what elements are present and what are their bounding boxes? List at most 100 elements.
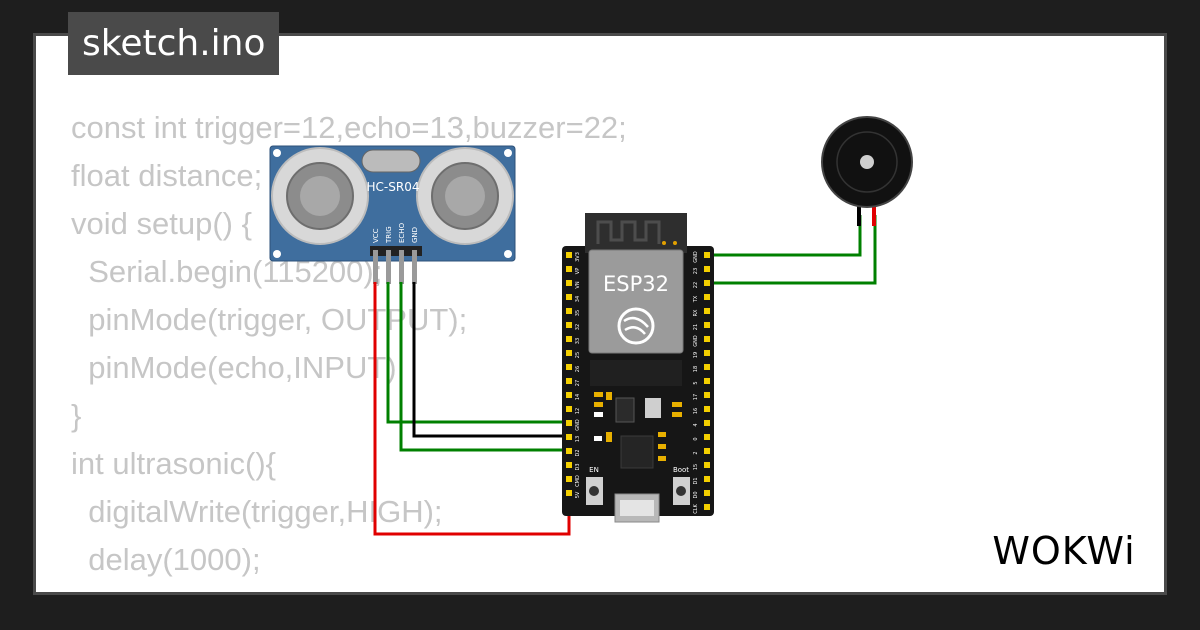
right-header-pin[interactable] <box>704 504 710 510</box>
code-line: delay(1000); <box>71 542 261 577</box>
file-tab[interactable]: sketch.ino <box>68 12 280 75</box>
right-header-pin-label: 19 <box>693 352 699 358</box>
wire-gnd-gnd[interactable] <box>412 282 569 438</box>
pin-label-trig: TRIG <box>385 226 393 244</box>
left-header-pin[interactable] <box>566 322 572 328</box>
wokwi-logo: WOKWi <box>992 529 1134 573</box>
buzzer-lead-positive <box>872 200 876 226</box>
right-header-pin-label: 18 <box>693 366 699 372</box>
wire-buzzer-gnd[interactable] <box>707 215 862 257</box>
usb-uart-chip <box>620 435 654 469</box>
right-header-pin-label: D1 <box>693 477 699 484</box>
pin-header <box>370 246 422 256</box>
right-header-pin[interactable] <box>704 448 710 454</box>
right-header-pin[interactable] <box>704 434 710 440</box>
right-header-pin-label: GND <box>693 251 699 263</box>
right-header-pin[interactable] <box>704 462 710 468</box>
right-header-pin-label: 22 <box>693 282 699 288</box>
right-header-pin[interactable] <box>704 308 710 314</box>
right-header-pin[interactable] <box>704 350 710 356</box>
left-header-pin[interactable] <box>566 476 572 482</box>
en-button-cap <box>589 486 599 496</box>
left-header-pin[interactable] <box>566 462 572 468</box>
code-line: digitalWrite(trigger,HIGH); <box>71 494 443 529</box>
left-header-pin[interactable] <box>566 406 572 412</box>
crystal-oscillator <box>361 149 421 173</box>
right-header-pin[interactable] <box>704 490 710 496</box>
right-header-pin-label: D0 <box>693 491 699 498</box>
reset-switch <box>645 398 661 418</box>
right-header-pin[interactable] <box>704 252 710 258</box>
hc-sr04-sensor[interactable]: HC-SR04 VCC TRIG ECHO GND <box>269 145 516 284</box>
left-header-pin[interactable] <box>566 266 572 272</box>
left-header-pin[interactable] <box>566 420 572 426</box>
wire-echo-13[interactable] <box>399 282 569 452</box>
left-header-pin-label: 26 <box>575 366 581 372</box>
pin-trig[interactable] <box>386 250 391 284</box>
smd-component <box>658 432 666 437</box>
left-header-pin[interactable] <box>566 252 572 258</box>
left-header-pin[interactable] <box>566 350 572 356</box>
wire-buzzer-22[interactable] <box>707 215 877 285</box>
left-header-pin-label: D2 <box>575 449 581 456</box>
smd-component <box>658 456 666 461</box>
left-header-pin-label: 14 <box>575 394 581 400</box>
right-header-pin[interactable] <box>704 294 710 300</box>
smd-component <box>658 444 666 449</box>
left-header-pin-label: 12 <box>575 408 581 414</box>
en-button-label: EN <box>589 466 599 474</box>
espressif-logo-swoosh <box>623 316 649 335</box>
left-header-pin[interactable] <box>566 308 572 314</box>
code-line: digitalWrite(trigger,LOW); <box>71 584 627 592</box>
pin-vcc[interactable] <box>373 250 378 284</box>
left-header-pin-label: 27 <box>575 380 581 386</box>
left-header-pin-label: 32 <box>575 324 581 330</box>
pin-gnd[interactable] <box>412 250 417 284</box>
right-header-pin-label: 21 <box>693 324 699 330</box>
left-header-pin[interactable] <box>566 378 572 384</box>
right-header-pin-label: 5 <box>693 381 699 384</box>
right-header-pin[interactable] <box>704 476 710 482</box>
right-header-pin-label: GND <box>693 335 699 347</box>
right-header-pin[interactable] <box>704 378 710 384</box>
right-header-pin[interactable] <box>704 266 710 272</box>
buzzer-ring <box>836 131 898 193</box>
esp32-devkit[interactable]: ESP32 EN Boot <box>562 213 714 523</box>
right-header-pin[interactable] <box>704 280 710 286</box>
code-line: pinMode(trigger, OUTPUT); <box>71 302 468 337</box>
transducer-core <box>445 176 485 216</box>
code-line: void setup() { <box>71 206 252 241</box>
wire-vcc-5v[interactable] <box>373 282 571 536</box>
right-header-pin[interactable] <box>704 322 710 328</box>
right-header-pin-label: 0 <box>693 437 699 440</box>
right-header-pin[interactable] <box>704 336 710 342</box>
pin-echo[interactable] <box>399 250 404 284</box>
right-header-pin[interactable] <box>704 406 710 412</box>
left-header-pin[interactable] <box>566 294 572 300</box>
wire-trig-12[interactable] <box>386 282 569 424</box>
buzzer-lead-negative <box>857 200 861 226</box>
right-header-pin[interactable] <box>704 420 710 426</box>
left-header-pin[interactable] <box>566 448 572 454</box>
boot-button-cap <box>676 486 686 496</box>
pin-label-vcc: VCC <box>372 228 380 243</box>
mount-hole <box>504 250 512 258</box>
right-header-pin[interactable] <box>704 364 710 370</box>
smd-component <box>594 392 603 397</box>
piezo-buzzer[interactable] <box>821 116 913 226</box>
mount-hole <box>273 250 281 258</box>
mount-hole <box>504 149 512 157</box>
right-header-pin[interactable] <box>704 392 710 398</box>
left-header-pin-label: 35 <box>575 310 581 316</box>
left-header-pin[interactable] <box>566 336 572 342</box>
left-header-pin[interactable] <box>566 490 572 496</box>
smd-component <box>594 412 603 417</box>
left-header-pin[interactable] <box>566 364 572 370</box>
code-line: } <box>71 398 82 433</box>
left-header-pin[interactable] <box>566 392 572 398</box>
left-header-pin[interactable] <box>566 434 572 440</box>
smd-component <box>606 432 612 442</box>
left-header-pin[interactable] <box>566 280 572 286</box>
